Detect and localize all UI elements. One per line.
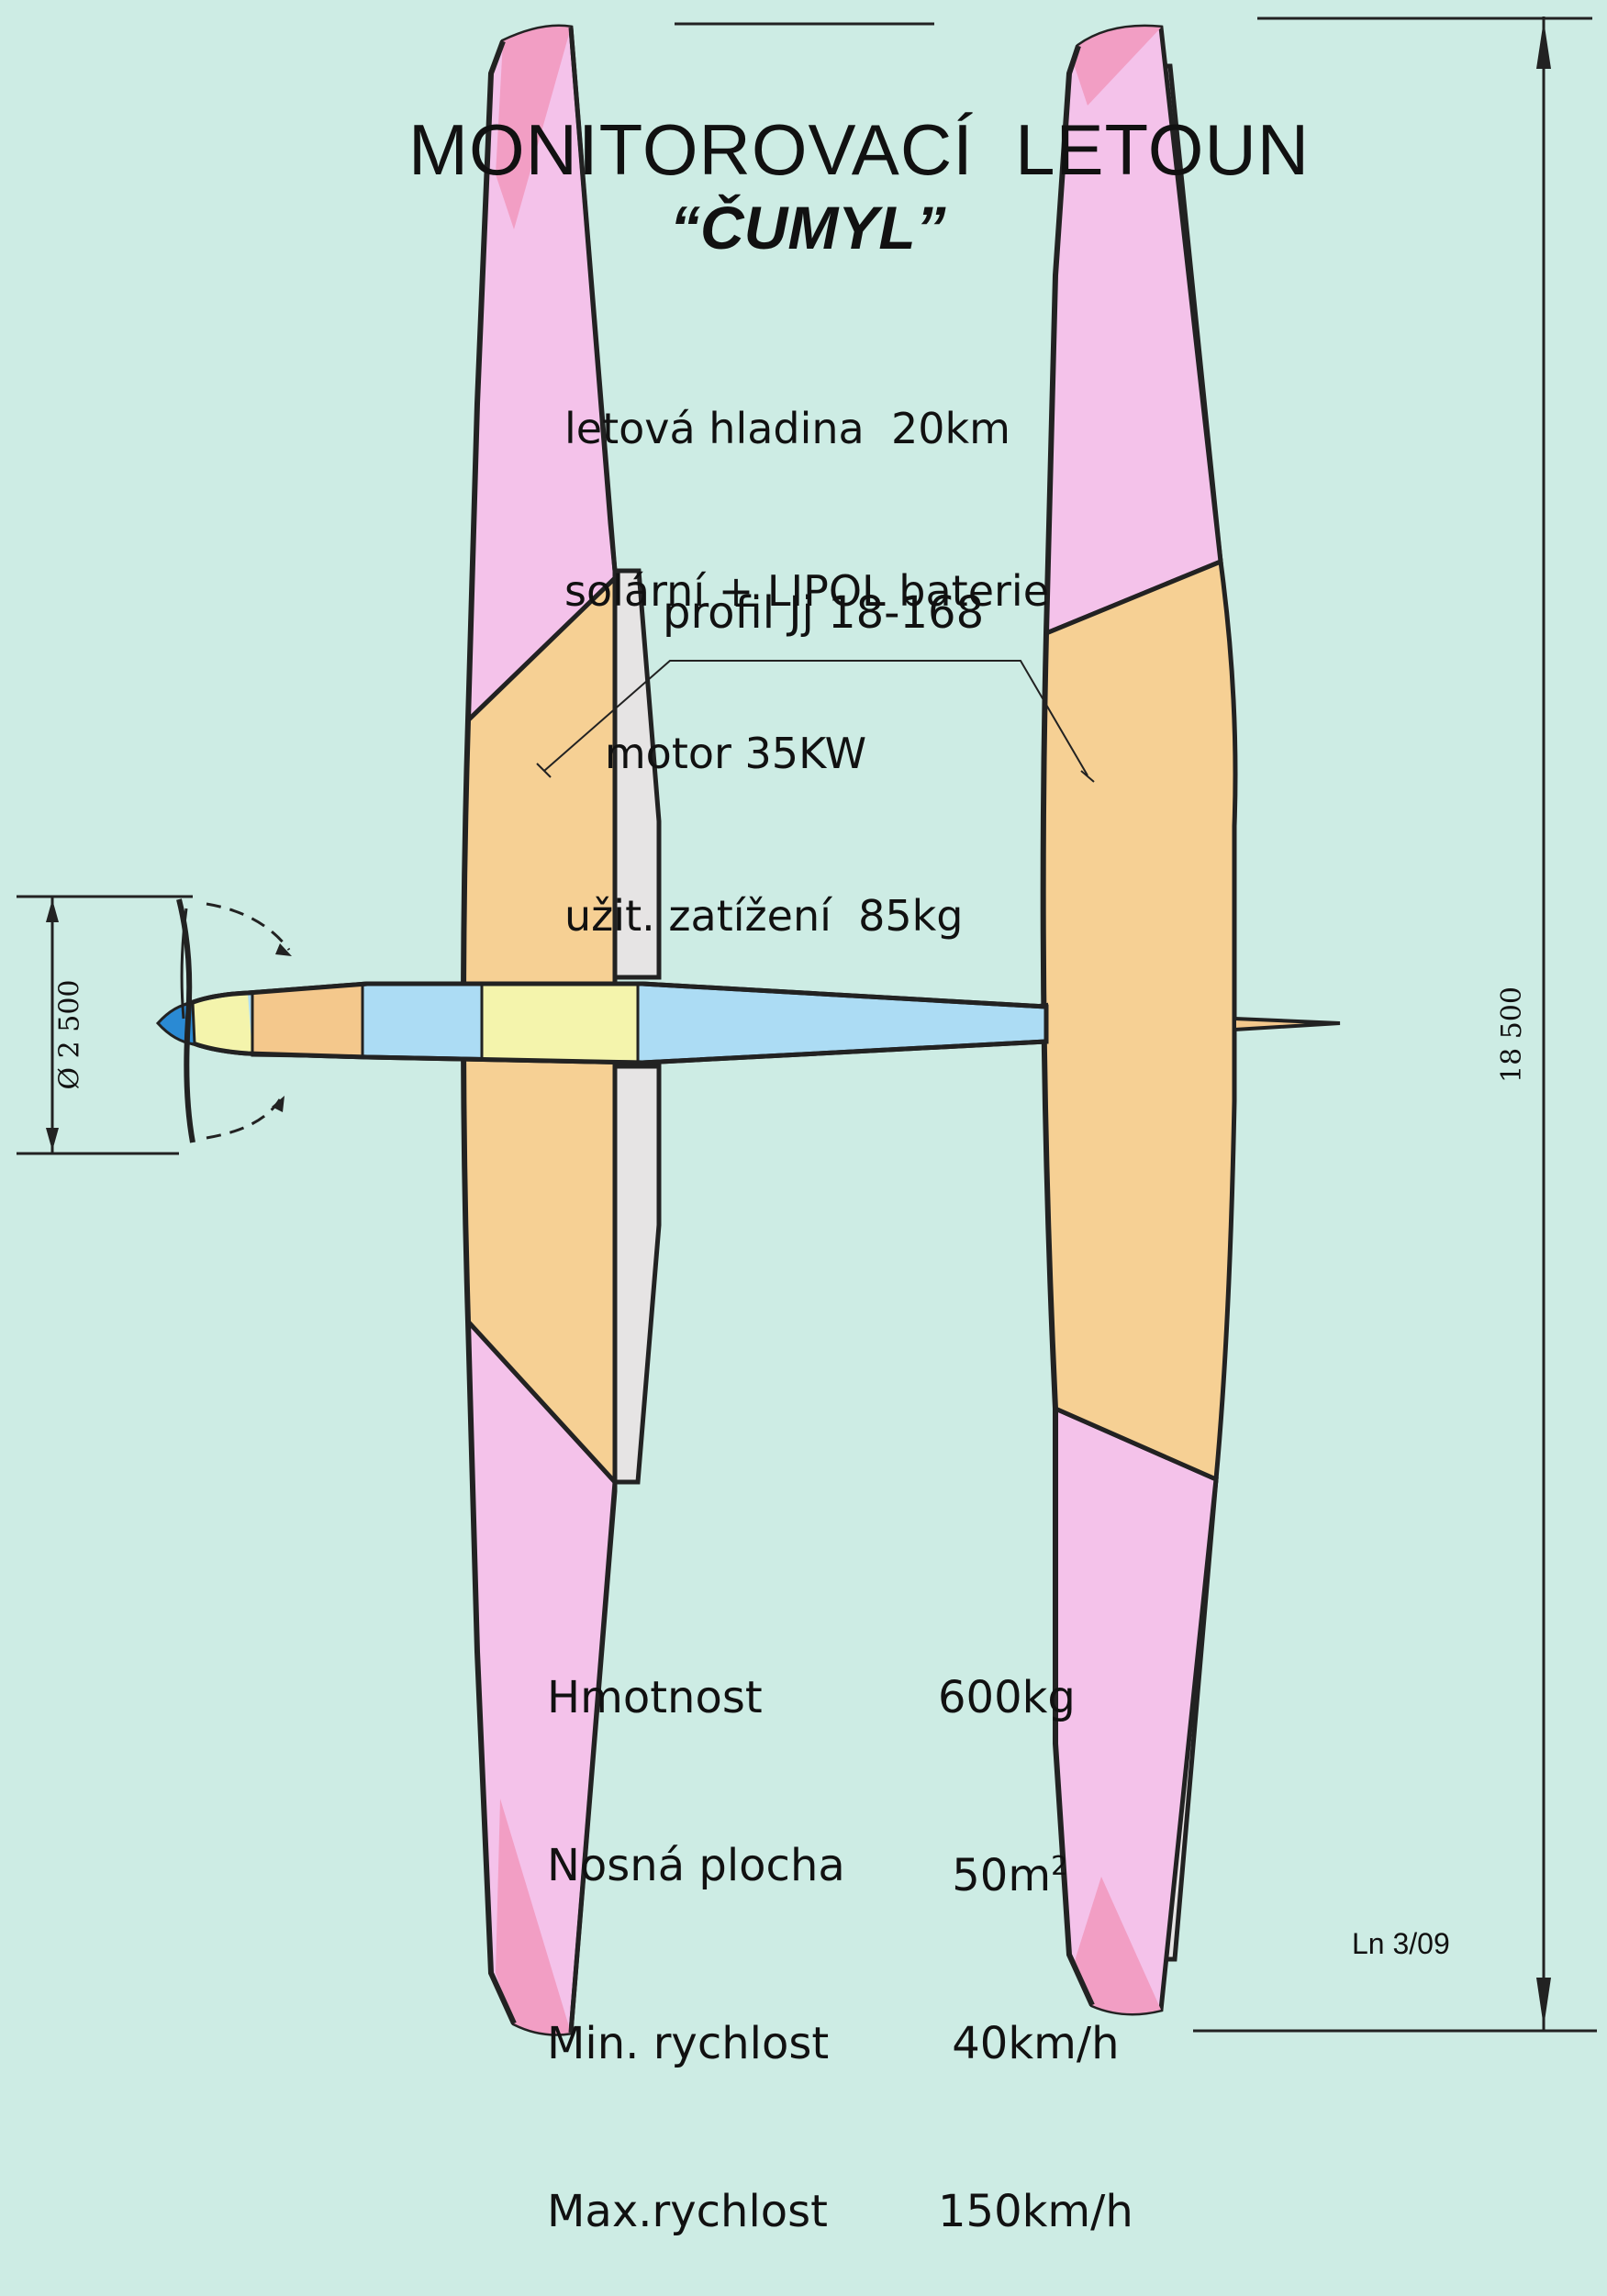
- title-line2: “ČUMYL”: [670, 194, 946, 262]
- fuselage-nose-orange: [251, 983, 364, 1059]
- spec-line: motor 35KW: [564, 729, 867, 778]
- performance-row: Hmotnost 600kg: [547, 1670, 1133, 1726]
- performance-label: Hmotnost: [547, 1672, 763, 1723]
- propeller-dimension: [17, 895, 193, 1155]
- performance-label: Min. rychlost: [547, 2018, 830, 2069]
- superscript: 2: [1051, 1850, 1068, 1881]
- performance-row: Nosná plocha 50m2: [547, 1838, 1133, 1904]
- propeller-diameter-label: Ø 2 500: [53, 979, 86, 1090]
- tail-spike: [1233, 1016, 1341, 1032]
- right-wing-center: [1041, 558, 1238, 1483]
- performance-label: Nosná plocha: [547, 1840, 845, 1891]
- propeller: [176, 898, 292, 1143]
- performance-row: Min. rychlost 40km/h: [547, 2016, 1133, 2072]
- spec-line: letová hladina 20km: [564, 404, 1010, 453]
- profile-leader: [536, 660, 1095, 783]
- spec-line: užit. zatížení 85kg: [564, 891, 964, 941]
- span-dimension: [1536, 17, 1551, 2031]
- right-wing: [1040, 24, 1238, 2016]
- performance-value: 50m2: [938, 1850, 1068, 1901]
- performance-row: Max.rychlost 150km/h: [547, 2184, 1133, 2240]
- title-line1: MONITOROVACÍ LETOUN: [408, 109, 1311, 190]
- spec-line: solární + LIPOL baterie: [564, 566, 1050, 616]
- profile-label: profil Jj 18-168: [663, 587, 985, 639]
- wingspan-label: 18 500: [1495, 986, 1528, 1083]
- performance-label: Max.rychlost: [547, 2186, 828, 2237]
- aircraft-drawing: [17, 17, 1597, 2036]
- fuselage-nose-yellow: [193, 993, 252, 1055]
- performance-value: 600kg: [938, 1672, 1076, 1723]
- fuselage: [155, 981, 1341, 1065]
- performance-value: 150km/h: [938, 2186, 1133, 2237]
- signature: Ln 3/09: [1352, 1927, 1450, 1960]
- specs-block: letová hladina 20km solární + LIPOL bate…: [564, 294, 1049, 998]
- left-wing-aileron-lower: [612, 1064, 662, 1485]
- left-wing: [461, 24, 662, 2036]
- performance-table: Hmotnost 600kg Nosná plocha 50m2 Min. ry…: [547, 1558, 1133, 2296]
- performance-value: 40km/h: [938, 2018, 1120, 2069]
